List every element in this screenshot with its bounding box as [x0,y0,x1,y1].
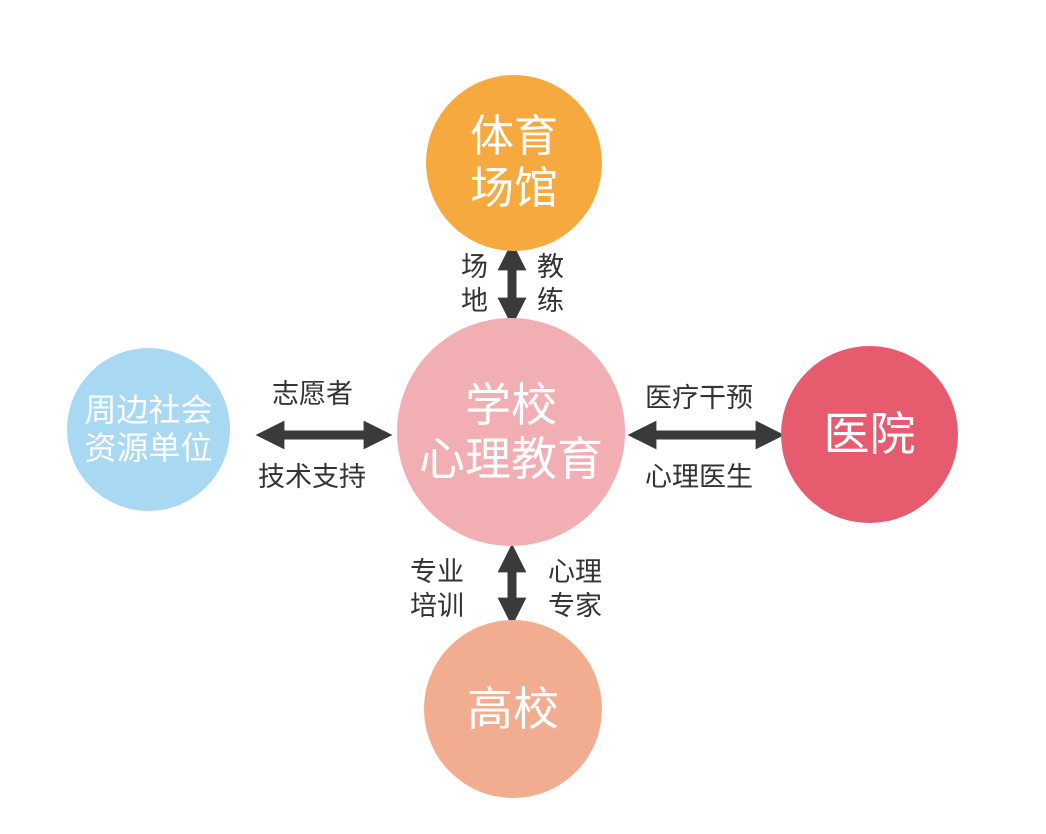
node-sports-venue: 体育 场馆 [426,75,602,251]
node-community-resources: 周边社会 资源单位 [67,348,230,511]
node-label: 心理教育 [419,432,603,486]
edge-label-top-right: 教 练 [537,252,564,317]
edge-label-right-bottom: 心理医生 [645,462,753,493]
node-label: 资源单位 [84,428,213,467]
node-hospital: 医院 [781,346,958,523]
edge-label-left-bottom: 技术支持 [258,462,366,493]
edge-label-right-top: 医疗干预 [645,383,753,414]
node-label: 高校 [467,681,559,736]
node-label: 医院 [823,407,916,462]
node-label: 体育 [470,111,558,163]
node-label: 周边社会 [84,390,213,429]
node-label: 场馆 [470,163,558,214]
node-school-psych-education: 学校 心理教育 [397,318,625,546]
node-university: 高校 [424,620,602,798]
edge-label-bottom-left: 专业 培训 [410,557,464,622]
edge-label-top-left: 场 地 [461,252,488,317]
edge-label-left-top: 志愿者 [272,379,353,410]
node-label: 学校 [465,377,557,432]
edge-label-bottom-right: 心理 专家 [548,557,602,622]
